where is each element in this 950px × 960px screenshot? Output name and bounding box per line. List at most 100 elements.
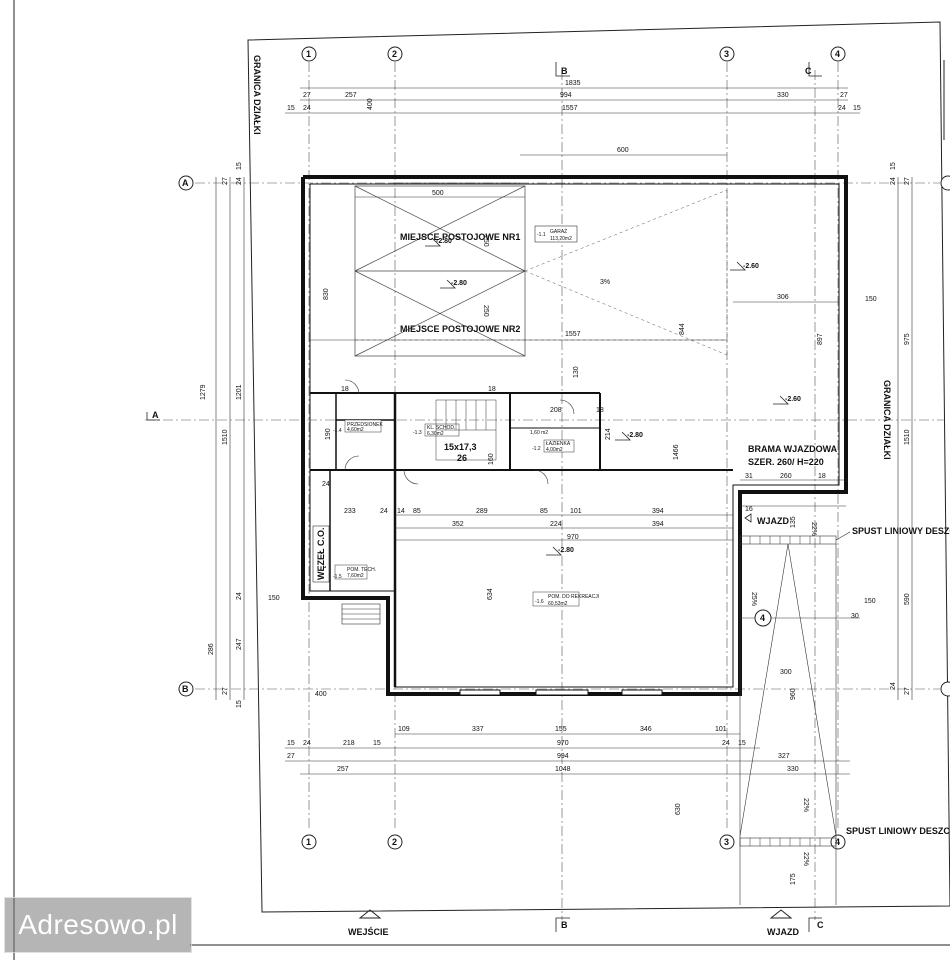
przedsionek-tag [344,419,382,433]
section-B-top: B [561,66,568,76]
dim-897: 897 [817,333,824,345]
dim-15d: 15 [373,740,381,747]
dim-24f: 24 [722,740,730,747]
dim-970: 970 [567,534,579,541]
stairs-size: 15x17,3 [444,442,477,452]
axis-label-B-left: B [182,684,189,694]
dim-1510r: 1510 [904,429,911,445]
dim-247: 247 [236,638,243,650]
level-5: -2.80 [627,432,643,439]
dim-24j: 24 [890,682,897,690]
dim-24i: 24 [890,177,897,185]
ramp-22-c: 22% [802,852,809,866]
pomtech-num: -1.5 [333,574,342,580]
section-C-top: C [805,66,812,76]
dim-394b: 394 [652,521,664,528]
dim-31: 31 [745,473,753,480]
dim-150b: 150 [268,595,280,602]
dim-330b: 330 [787,766,799,773]
dim-15h: 15 [890,162,897,170]
rekreacja-num: -1.6 [535,599,544,605]
section-markers [146,62,822,932]
dim-1835: 1835 [565,80,581,87]
level-4: -2.60 [785,396,801,403]
dim-1201: 1201 [236,384,243,400]
dim-1466: 1466 [673,444,680,460]
axis-bubbles [178,46,950,850]
ramp-22-a: 22% [810,522,817,536]
dim-30: 30 [851,613,859,620]
spust-leader-1 [835,531,851,541]
dim-286: 286 [208,643,215,655]
wjazd-arrow-bottom [769,909,793,919]
klatka-name: KL. SCHOD. [427,425,455,431]
dim-634: 634 [487,588,494,600]
dim-1557i: 1557 [565,331,581,338]
watermark-badge: Adresowo.pl [4,897,192,953]
dim-27b: 27 [840,92,848,99]
level-marks [425,237,789,556]
dim-394a: 394 [652,508,664,515]
dim-16: 16 [745,506,753,513]
sheet-frame [13,0,950,960]
axis-label-4-top: 4 [835,49,840,59]
dim-960: 960 [790,688,797,700]
parking-label-1: MIEJSCE POSTOJOWE NR1 [400,232,520,242]
rekreacja-tag [532,591,580,607]
dim-190: 190 [325,428,332,440]
lazienka-tag [543,439,575,453]
parking-label-2: MIEJSCE POSTOJOWE NR2 [400,324,520,334]
dim-130: 130 [573,366,580,378]
axis-label-1-bottom: 1 [306,837,311,847]
gate-label-1: BRAMA WJAZDOWA [748,444,838,454]
dim-218: 218 [343,740,355,747]
dim-330: 330 [777,92,789,99]
parking-spaces [354,182,526,357]
dim-590: 590 [904,593,911,605]
klatka-num: -1.3 [413,430,422,436]
wc-area: 1,60 m2 [530,430,548,436]
dim-600: 600 [617,147,629,154]
dim-346: 346 [640,726,652,733]
axis-label-A-left: A [182,178,189,188]
garage-area: 113,20m2 [550,236,572,242]
dim-lines-bottom [285,733,850,775]
level-6: -2.80 [558,547,574,554]
dim-500: 500 [432,190,444,197]
plot-boundary [247,21,950,913]
dim-18d: 18 [818,473,826,480]
dim-15c: 15 [287,740,295,747]
dim-337: 337 [472,726,484,733]
section-C-bottom: C [817,920,824,930]
dim-85b: 85 [540,508,548,515]
dim-15a: 15 [287,105,295,112]
entrance-arrow [358,909,382,919]
entrance-steps [341,603,381,625]
dim-257: 257 [345,92,357,99]
przedsionek-name: PRZEDSIONEK [347,422,384,428]
wjazd-label-top: WJAZD [757,516,789,526]
entrance-label: WEJŚCIE [348,926,389,937]
klatka-area: 6,30m2 [427,431,444,437]
drain-2-hatch [749,838,821,846]
dim-233: 233 [344,508,356,515]
dim-208: 208 [550,407,562,414]
dim-970b: 970 [557,740,569,747]
wjazd-label-bottom: WJAZD [767,927,799,937]
dim-27a: 27 [303,92,311,99]
dim-155: 155 [555,726,567,733]
dim-15f: 15 [236,162,243,170]
dim-15e: 15 [738,740,746,747]
dim-844: 844 [679,323,686,335]
marker-4-label: 4 [760,613,765,623]
dim-289: 289 [476,508,488,515]
dim-27e: 27 [222,687,229,695]
dim-18b: 18 [488,386,496,393]
dim-24d: 24 [380,508,388,515]
granica-label-left: GRANICA DZIAŁKI [252,55,262,135]
lazienka-name: ŁAZIENKA [546,441,571,447]
wezel-label: WĘZEŁ C.O. [316,528,326,581]
axis-label-3-bottom: 3 [724,837,729,847]
dim-15b: 15 [853,105,861,112]
dim-300: 300 [780,669,792,676]
